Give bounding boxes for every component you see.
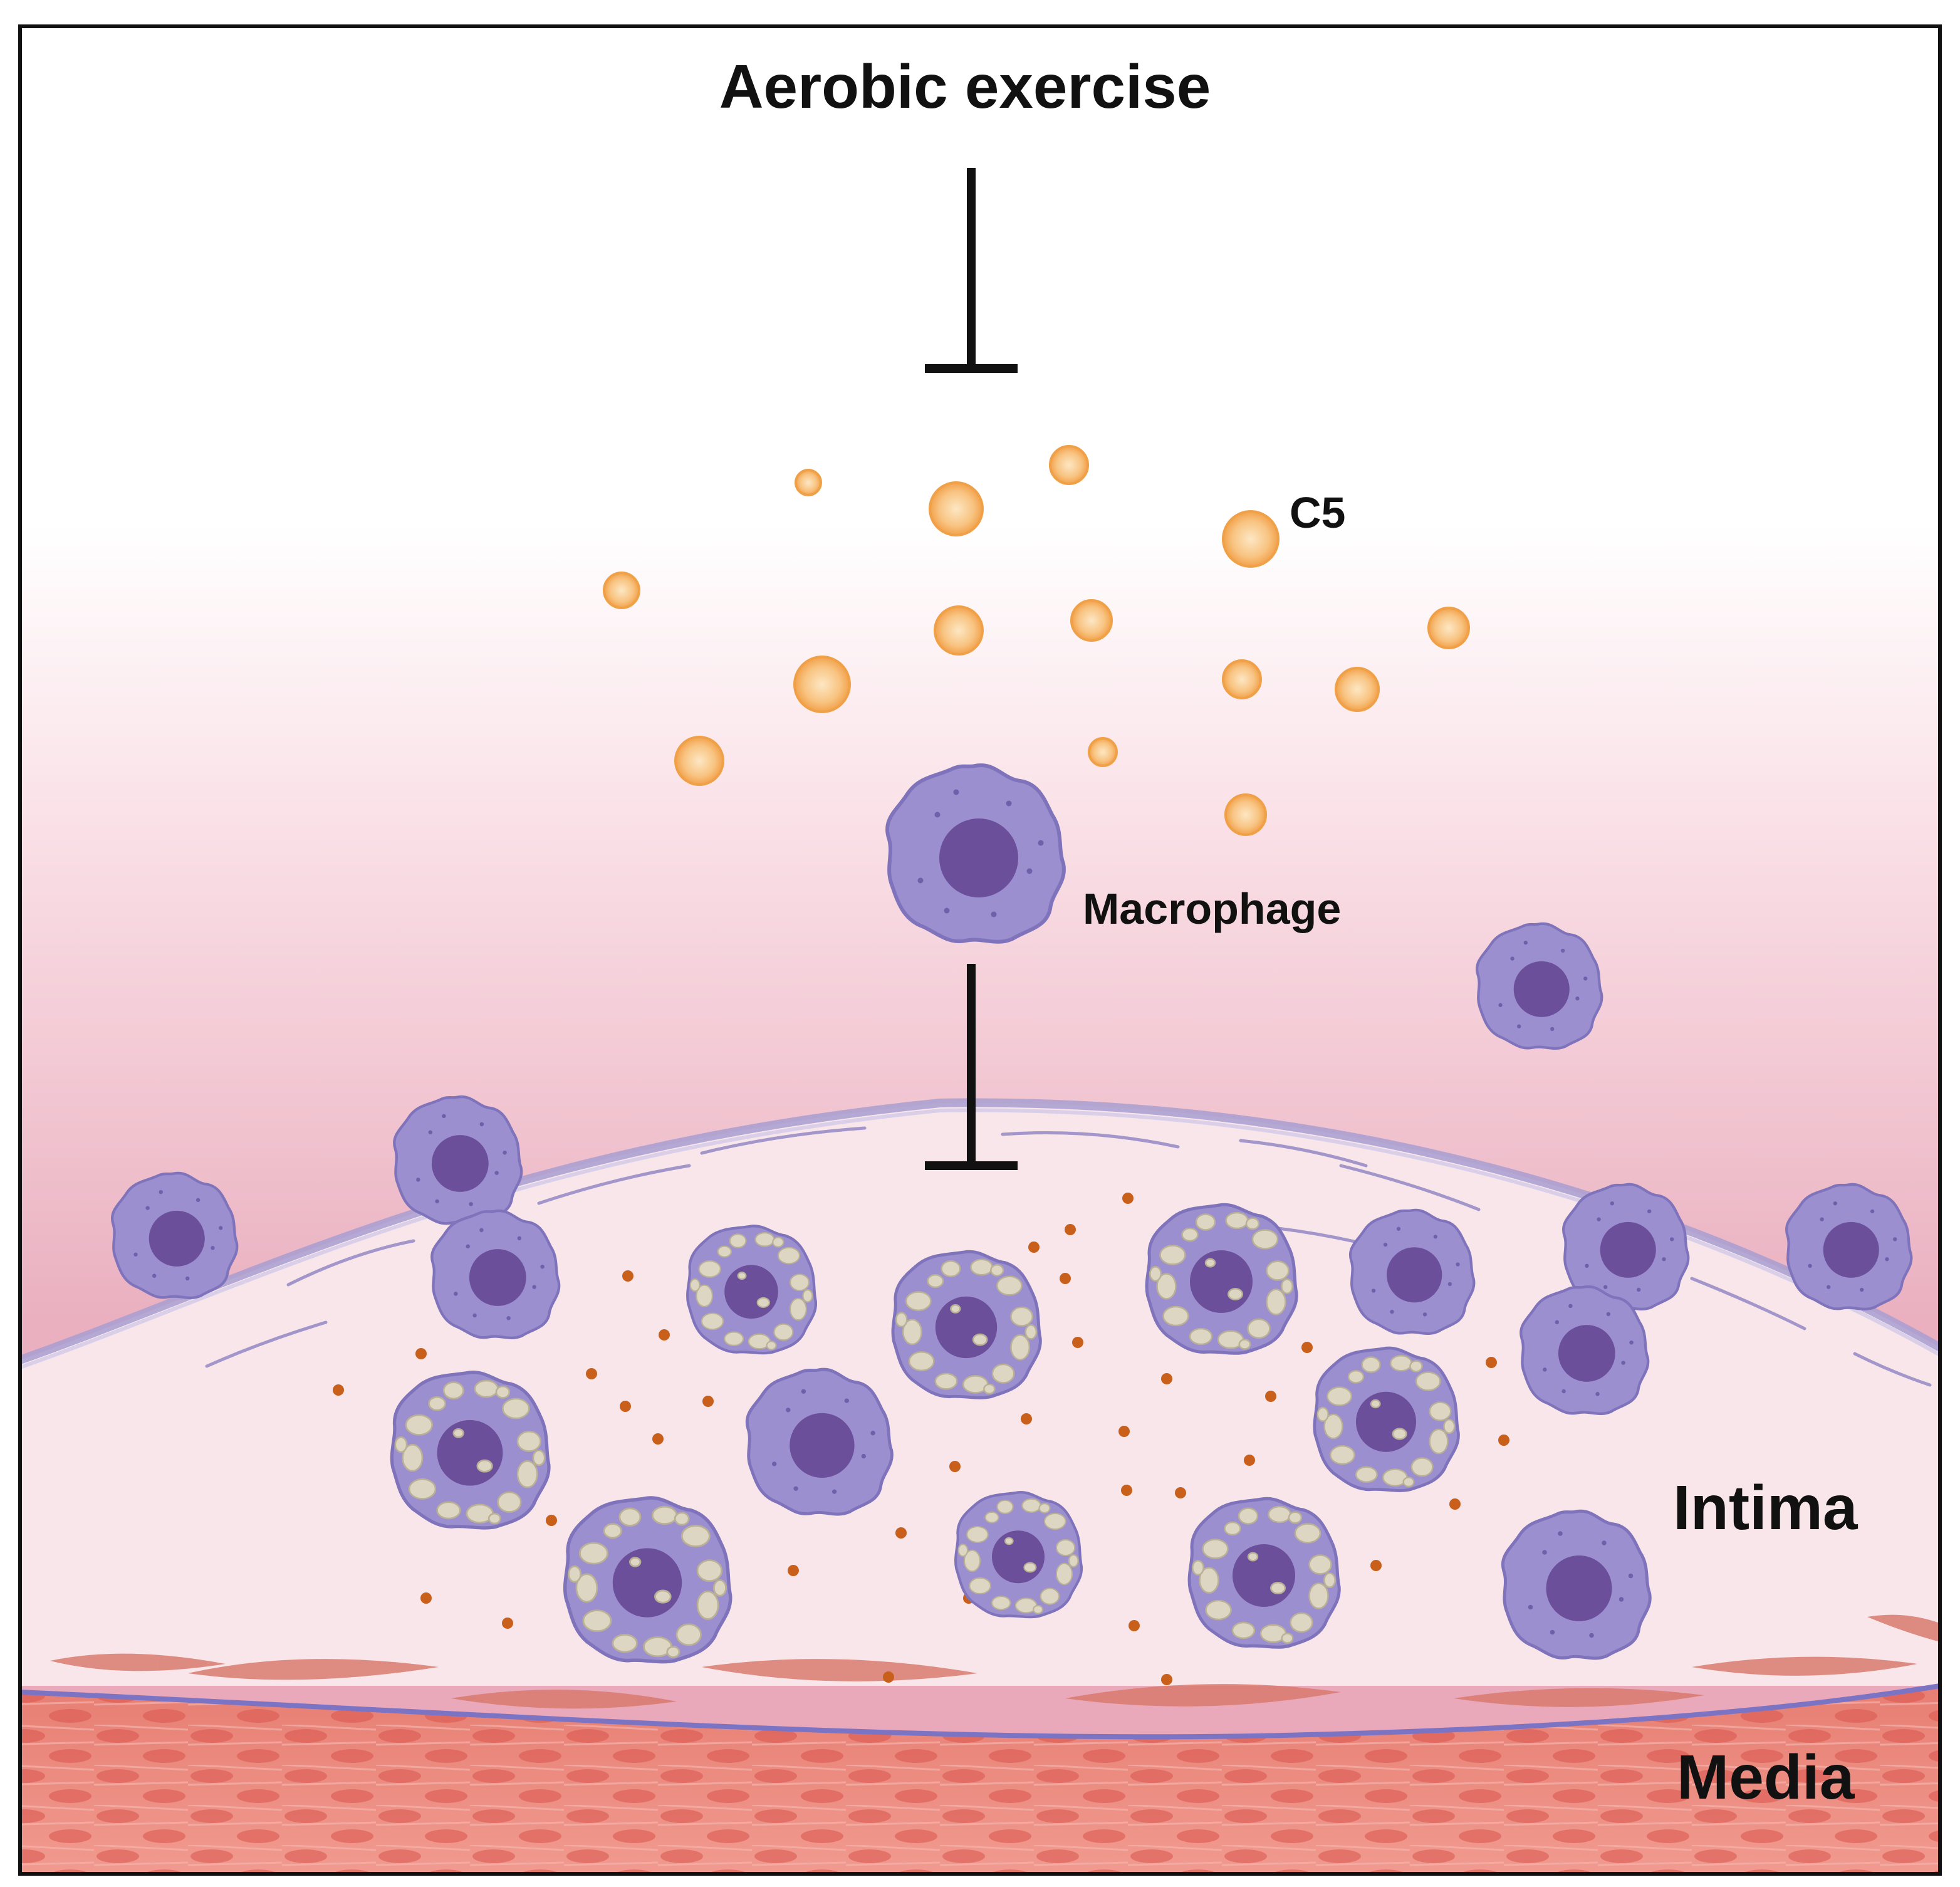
macrophage-left-lower xyxy=(432,1211,559,1338)
macrophage-right-edge xyxy=(1786,1184,1911,1309)
media-texture xyxy=(20,1686,1940,1874)
intima-label: Intima xyxy=(1673,1473,1858,1543)
foam-cell-1 xyxy=(687,1226,816,1353)
foam-cell-3 xyxy=(1147,1205,1296,1353)
macrophage-plaque-2 xyxy=(747,1369,892,1514)
diagram-frame xyxy=(18,24,1942,1876)
macrophage-main xyxy=(887,765,1064,942)
media-label: Media xyxy=(1677,1742,1855,1812)
foam-cell-5 xyxy=(392,1372,549,1528)
foam-cell-8 xyxy=(1189,1498,1339,1647)
foam-cell-6 xyxy=(565,1498,731,1662)
macrophage-right-free xyxy=(1477,924,1602,1048)
macrophage-plaque-1 xyxy=(1350,1210,1474,1334)
macrophage-right-lower xyxy=(1521,1287,1648,1414)
t-bar-inhibition-icon xyxy=(925,168,1018,1170)
c5-label: C5 xyxy=(1290,488,1345,537)
smooth-muscle-cells xyxy=(50,1614,1940,1709)
title-label: Aerobic exercise xyxy=(719,52,1211,121)
foam-cell-4 xyxy=(1315,1348,1459,1491)
internal-elastic-lamina xyxy=(19,1683,1941,1740)
foam-cell-2 xyxy=(893,1252,1040,1398)
c5-particles xyxy=(603,445,1470,836)
macrophage-left-edge xyxy=(112,1173,237,1298)
foam-cell-7 xyxy=(956,1492,1082,1617)
macrophage-label: Macrophage xyxy=(1083,884,1341,933)
macrophage-plaque-3 xyxy=(1503,1511,1650,1658)
macrophage-left-top xyxy=(394,1097,521,1224)
